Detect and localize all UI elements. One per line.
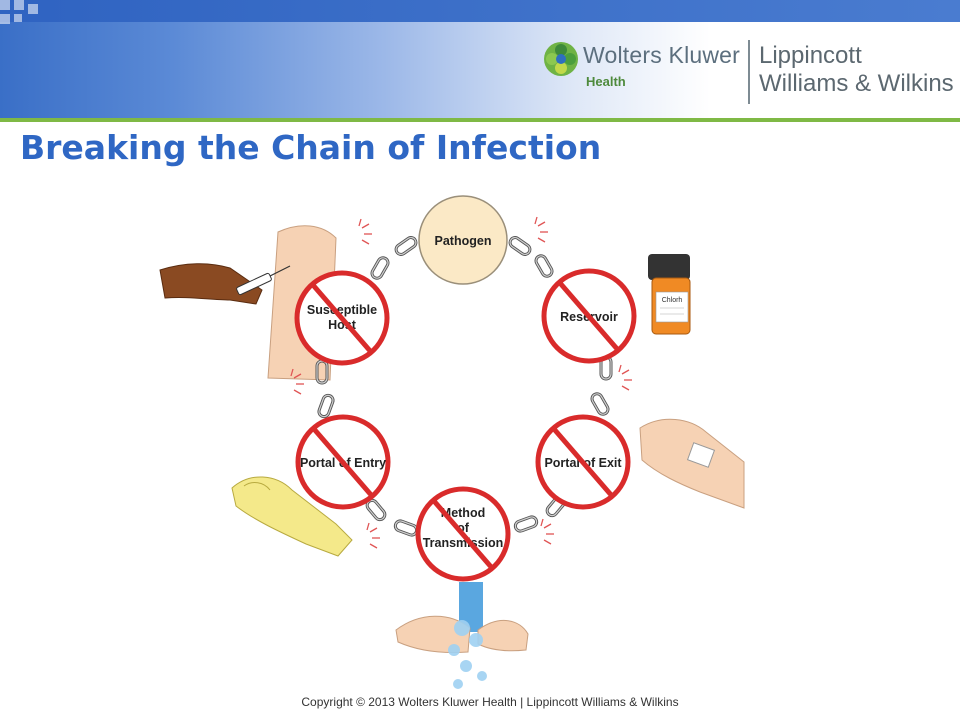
handwashing-illustration	[395, 582, 529, 689]
bottle-label-text: Chlorh	[662, 297, 683, 304]
node-portal-of-exit: Portal of Exit	[535, 414, 631, 510]
node-pathogen-label: Pathogen	[435, 234, 492, 248]
chain-link	[588, 390, 612, 418]
chain-link	[532, 252, 556, 280]
header-top-strip	[0, 0, 960, 22]
header-square	[0, 0, 10, 10]
gloved-hand-illustration	[231, 476, 353, 557]
break-spark	[366, 522, 381, 549]
header-square	[14, 0, 24, 10]
node-reservoir: Reservoir	[541, 268, 637, 364]
partner-name-line2: Williams & Wilkins	[759, 70, 954, 97]
brand-name: Wolters Kluwer	[583, 42, 741, 68]
chain-link	[512, 514, 540, 534]
chain-link	[368, 254, 392, 282]
break-spark	[618, 364, 633, 391]
prohibition-slash	[552, 427, 614, 498]
node-pathogen: Pathogen	[418, 195, 508, 285]
node-portal-of-entry: Portal of Entry	[295, 414, 391, 510]
copyright-footer: Copyright © 2013 Wolters Kluwer Health |…	[301, 695, 679, 709]
header-square	[28, 4, 38, 14]
prohibition-slash	[432, 499, 494, 570]
node-method-label-line3: Transmission	[423, 536, 504, 550]
break-spark	[358, 218, 373, 245]
node-method-label-line1: Method	[441, 506, 485, 520]
node-host-label-line1: Susceptible	[307, 303, 377, 317]
prohibition-slash	[311, 283, 373, 354]
medicine-bottle-illustration: Chlorh	[648, 254, 691, 335]
wolters-kluwer-emblem-icon	[544, 42, 578, 76]
slide-title: Breaking the Chain of Infection	[20, 128, 602, 167]
prohibition-slash	[558, 281, 620, 352]
break-spark	[534, 216, 549, 243]
brand-subtitle: Health	[586, 74, 626, 89]
chain-link	[392, 234, 420, 258]
chain-link	[316, 392, 336, 420]
slide-header: Wolters Kluwer Health Lippincott William…	[0, 0, 960, 122]
header-green-rule	[0, 118, 960, 122]
header-square	[0, 14, 10, 24]
logo-divider	[748, 40, 750, 104]
chain-link	[506, 234, 534, 258]
prohibition-slash	[312, 427, 374, 498]
node-susceptible-host: Susceptible Host	[294, 270, 390, 366]
bandaged-wrist-illustration	[639, 418, 745, 509]
break-spark	[540, 518, 555, 545]
node-method-of-transmission: Method of Transmission	[415, 486, 511, 582]
header-square	[14, 14, 22, 22]
publisher-logo: Wolters Kluwer Health Lippincott William…	[543, 38, 960, 108]
chain-link	[392, 518, 420, 538]
partner-name-line1: Lippincott	[759, 42, 862, 69]
